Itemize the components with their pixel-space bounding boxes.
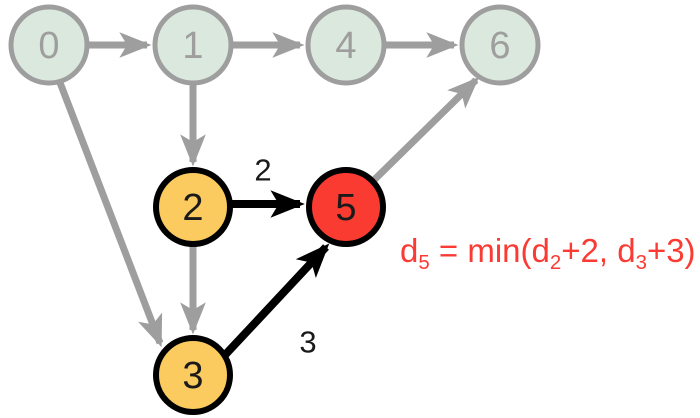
- edge-weight-2-to-5: 2: [254, 153, 271, 188]
- node-4-circle[interactable]: [305, 4, 387, 86]
- formula-part-min: = min(d: [430, 232, 550, 269]
- node-0-circle[interactable]: [8, 4, 90, 86]
- formula-sub-2: 2: [550, 251, 561, 274]
- node-5-circle[interactable]: [306, 167, 386, 247]
- node-2-circle[interactable]: [153, 167, 233, 247]
- edge-weight-3-to-5: 3: [299, 325, 316, 360]
- formula-annotation: d5 = min(d2+2, d3+3): [400, 232, 696, 274]
- graph-node-6[interactable]: 6: [459, 4, 541, 86]
- node-4-label: 4: [335, 25, 356, 67]
- graph-node-2[interactable]: 2: [153, 167, 233, 247]
- node-0-label: 0: [38, 25, 59, 67]
- edge-weight-labels-layer: 2 3: [254, 153, 316, 360]
- node-2-label: 2: [182, 187, 203, 229]
- node-1-circle[interactable]: [152, 4, 234, 86]
- edge-5-to-6: [369, 76, 480, 185]
- formula-part-plus2: +2, d: [561, 232, 635, 269]
- node-6-circle[interactable]: [459, 4, 541, 86]
- node-3-label: 3: [182, 355, 203, 397]
- graph-node-1[interactable]: 1: [152, 4, 234, 86]
- formula-sub-3: 3: [636, 251, 647, 274]
- nodes-layer: 0 1 4 6 2 3: [8, 4, 541, 415]
- formula-part-d: d: [400, 232, 418, 269]
- node-1-label: 1: [182, 25, 203, 67]
- graph-node-0[interactable]: 0: [8, 4, 90, 86]
- edge-0-to-3: [55, 78, 164, 348]
- formula-sub-5: 5: [418, 251, 429, 274]
- formula-part-plus3: +3): [647, 232, 696, 269]
- formula-expression: d5 = min(d2+2, d3+3): [400, 232, 696, 274]
- graph-node-3[interactable]: 3: [153, 335, 233, 415]
- node-6-label: 6: [489, 25, 510, 67]
- node-3-circle[interactable]: [153, 335, 233, 415]
- node-5-label: 5: [335, 187, 356, 229]
- graph-node-5[interactable]: 5: [306, 167, 386, 247]
- graph-node-4[interactable]: 4: [305, 4, 387, 86]
- edges-layer: [55, 32, 480, 358]
- edge-3-to-5: [222, 243, 330, 358]
